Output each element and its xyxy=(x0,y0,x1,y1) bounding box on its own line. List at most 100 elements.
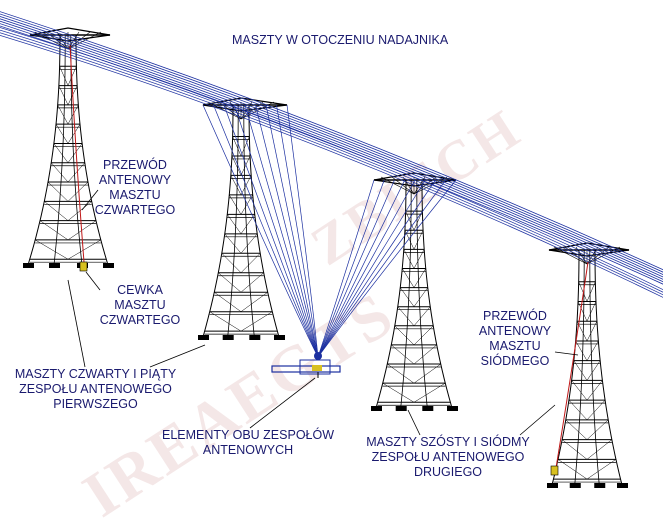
down-lead-wire xyxy=(276,104,319,358)
tower-leg xyxy=(400,179,412,409)
label-coil-mast-4: CEWKA MASZTU CZWARTEGO xyxy=(95,283,185,328)
catenary-wire xyxy=(0,11,663,271)
tower-brace xyxy=(67,124,81,144)
tower-brace xyxy=(394,325,415,346)
down-lead-wire xyxy=(317,179,436,358)
tower-brace xyxy=(35,239,69,260)
down-lead-wire xyxy=(317,179,447,358)
foundation-block xyxy=(547,483,558,488)
diagram: IREAEGTS ZBIECH MASZTY W OTOCZENIU NADAJ… xyxy=(0,11,663,530)
tower-brace xyxy=(562,439,588,460)
tower-strut xyxy=(56,31,69,50)
label-line: CEWKA xyxy=(117,283,163,297)
down-lead-wire xyxy=(213,104,319,358)
label-line: CZWARTEGO xyxy=(94,203,176,217)
tower-leg xyxy=(202,104,234,338)
tower-leg xyxy=(243,104,255,338)
leader-coil-4 xyxy=(85,271,101,291)
label-line: DRUGIEGO xyxy=(413,465,483,479)
tower-strut xyxy=(586,246,599,265)
tower-brace xyxy=(231,155,242,176)
tower-brace xyxy=(391,344,415,365)
tower-brace xyxy=(413,230,424,250)
tower-brace xyxy=(240,214,255,234)
tower-leg xyxy=(248,104,280,338)
tower-mast-7 xyxy=(547,242,630,488)
tower-brace xyxy=(578,281,588,302)
foundation-block xyxy=(617,483,628,488)
tower-strut xyxy=(413,176,426,195)
feeder-wire-mast-7 xyxy=(555,261,589,469)
tower-brace xyxy=(67,66,77,86)
tower-strut xyxy=(413,176,448,195)
foundation-block xyxy=(371,406,382,411)
label-feeder-mast-7: PRZEWÓD ANTENOWY MASZTU SIÓDMEGO xyxy=(470,309,560,369)
foundation-block xyxy=(422,406,434,411)
label-feeder-mast-4: PRZEWÓD ANTENOWY MASZTU CZWARTEGO xyxy=(90,158,180,218)
tower-brace xyxy=(240,155,251,176)
tower-leg xyxy=(53,34,66,266)
tower-brace xyxy=(573,360,588,381)
diagram-title: MASZTY W OTOCZENIU NADAJNIKA xyxy=(232,33,449,47)
tower-brace xyxy=(586,439,612,460)
foundation-block xyxy=(198,335,209,340)
tower-brace xyxy=(586,419,609,440)
leader-feeder-4 xyxy=(81,189,99,211)
tower-leg xyxy=(70,34,83,266)
down-lead-wire xyxy=(202,104,319,358)
tower-brace xyxy=(67,162,85,183)
foundation-block xyxy=(274,335,285,340)
tower-leg xyxy=(416,179,428,409)
tower-brace xyxy=(240,292,268,312)
tower-brace xyxy=(221,253,242,273)
down-lead-wire xyxy=(244,104,319,358)
foundation-block xyxy=(23,263,34,268)
label-group-2: MASZTY SZÓSTY I SIÓDMY ZESPOŁU ANTENOWEG… xyxy=(358,435,538,480)
tower-brace xyxy=(240,194,253,215)
tower-brace xyxy=(214,292,242,312)
tower-brace xyxy=(240,233,258,254)
catenary-wire xyxy=(0,32,663,296)
tower-brace xyxy=(387,363,415,384)
leader-feeder-7 xyxy=(554,351,579,356)
label-line: CZWARTEGO xyxy=(99,313,181,327)
tower-brace xyxy=(586,321,598,342)
catenary-wire xyxy=(0,20,663,280)
tower-brace xyxy=(240,311,273,332)
tower-brace xyxy=(59,66,69,86)
tower-brace xyxy=(413,325,434,346)
tower-strut xyxy=(67,31,102,50)
foundation-block xyxy=(569,483,581,488)
tower-brace xyxy=(403,249,415,269)
down-lead-wire xyxy=(234,104,319,358)
tower-leg xyxy=(551,249,580,486)
down-lead-wire xyxy=(286,104,319,358)
tower-brace xyxy=(230,175,242,195)
tower-brace xyxy=(577,301,588,322)
down-lead-wire xyxy=(317,179,416,358)
tower-mast-6 xyxy=(371,172,458,411)
label-line: SIÓDMEGO xyxy=(480,354,550,368)
label-line: ANTENOWY xyxy=(478,324,552,338)
tower-brace xyxy=(39,220,69,241)
mast-drawing xyxy=(0,11,663,488)
label-line: PIERWSZEGO xyxy=(53,397,138,411)
label-group-1: MASZTY CZWARTY I PIĄTY ZESPOŁU ANTENOWEG… xyxy=(8,367,183,412)
tower-brace xyxy=(557,459,588,480)
tower-brace xyxy=(586,399,606,421)
tower-brace xyxy=(413,287,428,307)
foundation-block xyxy=(249,335,261,340)
tower-brace xyxy=(586,459,617,480)
tower-brace xyxy=(55,124,69,144)
tower-brace xyxy=(413,344,437,365)
label-line: ZESPOŁU ANTENOWEGO xyxy=(19,382,172,396)
foundation-block xyxy=(395,406,407,411)
tower-leg xyxy=(421,179,453,409)
tower-brace xyxy=(413,306,431,326)
tower-brace xyxy=(397,306,415,326)
tower-brace xyxy=(58,85,69,105)
tower-leg xyxy=(75,34,109,266)
label-line: ANTENOWY xyxy=(98,173,172,187)
tower-brace xyxy=(586,360,601,381)
tower-leg xyxy=(574,249,585,486)
